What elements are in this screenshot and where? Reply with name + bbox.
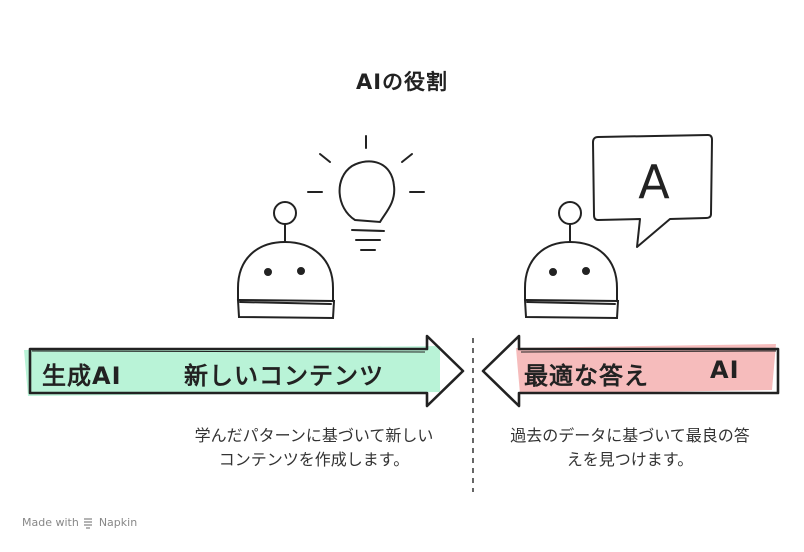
footer-brand: Napkin (98, 516, 138, 529)
left-robot-icon (236, 201, 336, 320)
speech-bubble-icon (592, 134, 713, 248)
speech-bubble-letter: A (638, 155, 670, 209)
right-robot-icon (523, 201, 620, 320)
left-label-primary: 生成AI (42, 362, 122, 390)
lightbulb-icon (307, 135, 425, 251)
footer-prefix: Made with (22, 516, 79, 529)
right-label-primary: 最適な答え (524, 362, 649, 390)
left-description: 学んだパターンに基づいて新しいコンテンツを作成します。 (194, 426, 434, 469)
right-label-secondary: AI (710, 356, 740, 384)
diagram-title: AIの役割 (355, 70, 449, 94)
left-label-secondary: 新しいコンテンツ (184, 362, 384, 390)
right-description: 過去のデータに基づいて最良の答えを見つけます。 (510, 426, 750, 469)
napkin-logo-icon (84, 518, 92, 529)
left-arrow-highlight (24, 346, 440, 396)
right-arrow-outline (481, 334, 780, 408)
left-arrow-outline (28, 334, 465, 408)
right-arrow-highlight (516, 344, 776, 394)
footer-credit[interactable]: Made with Napkin (22, 516, 137, 529)
